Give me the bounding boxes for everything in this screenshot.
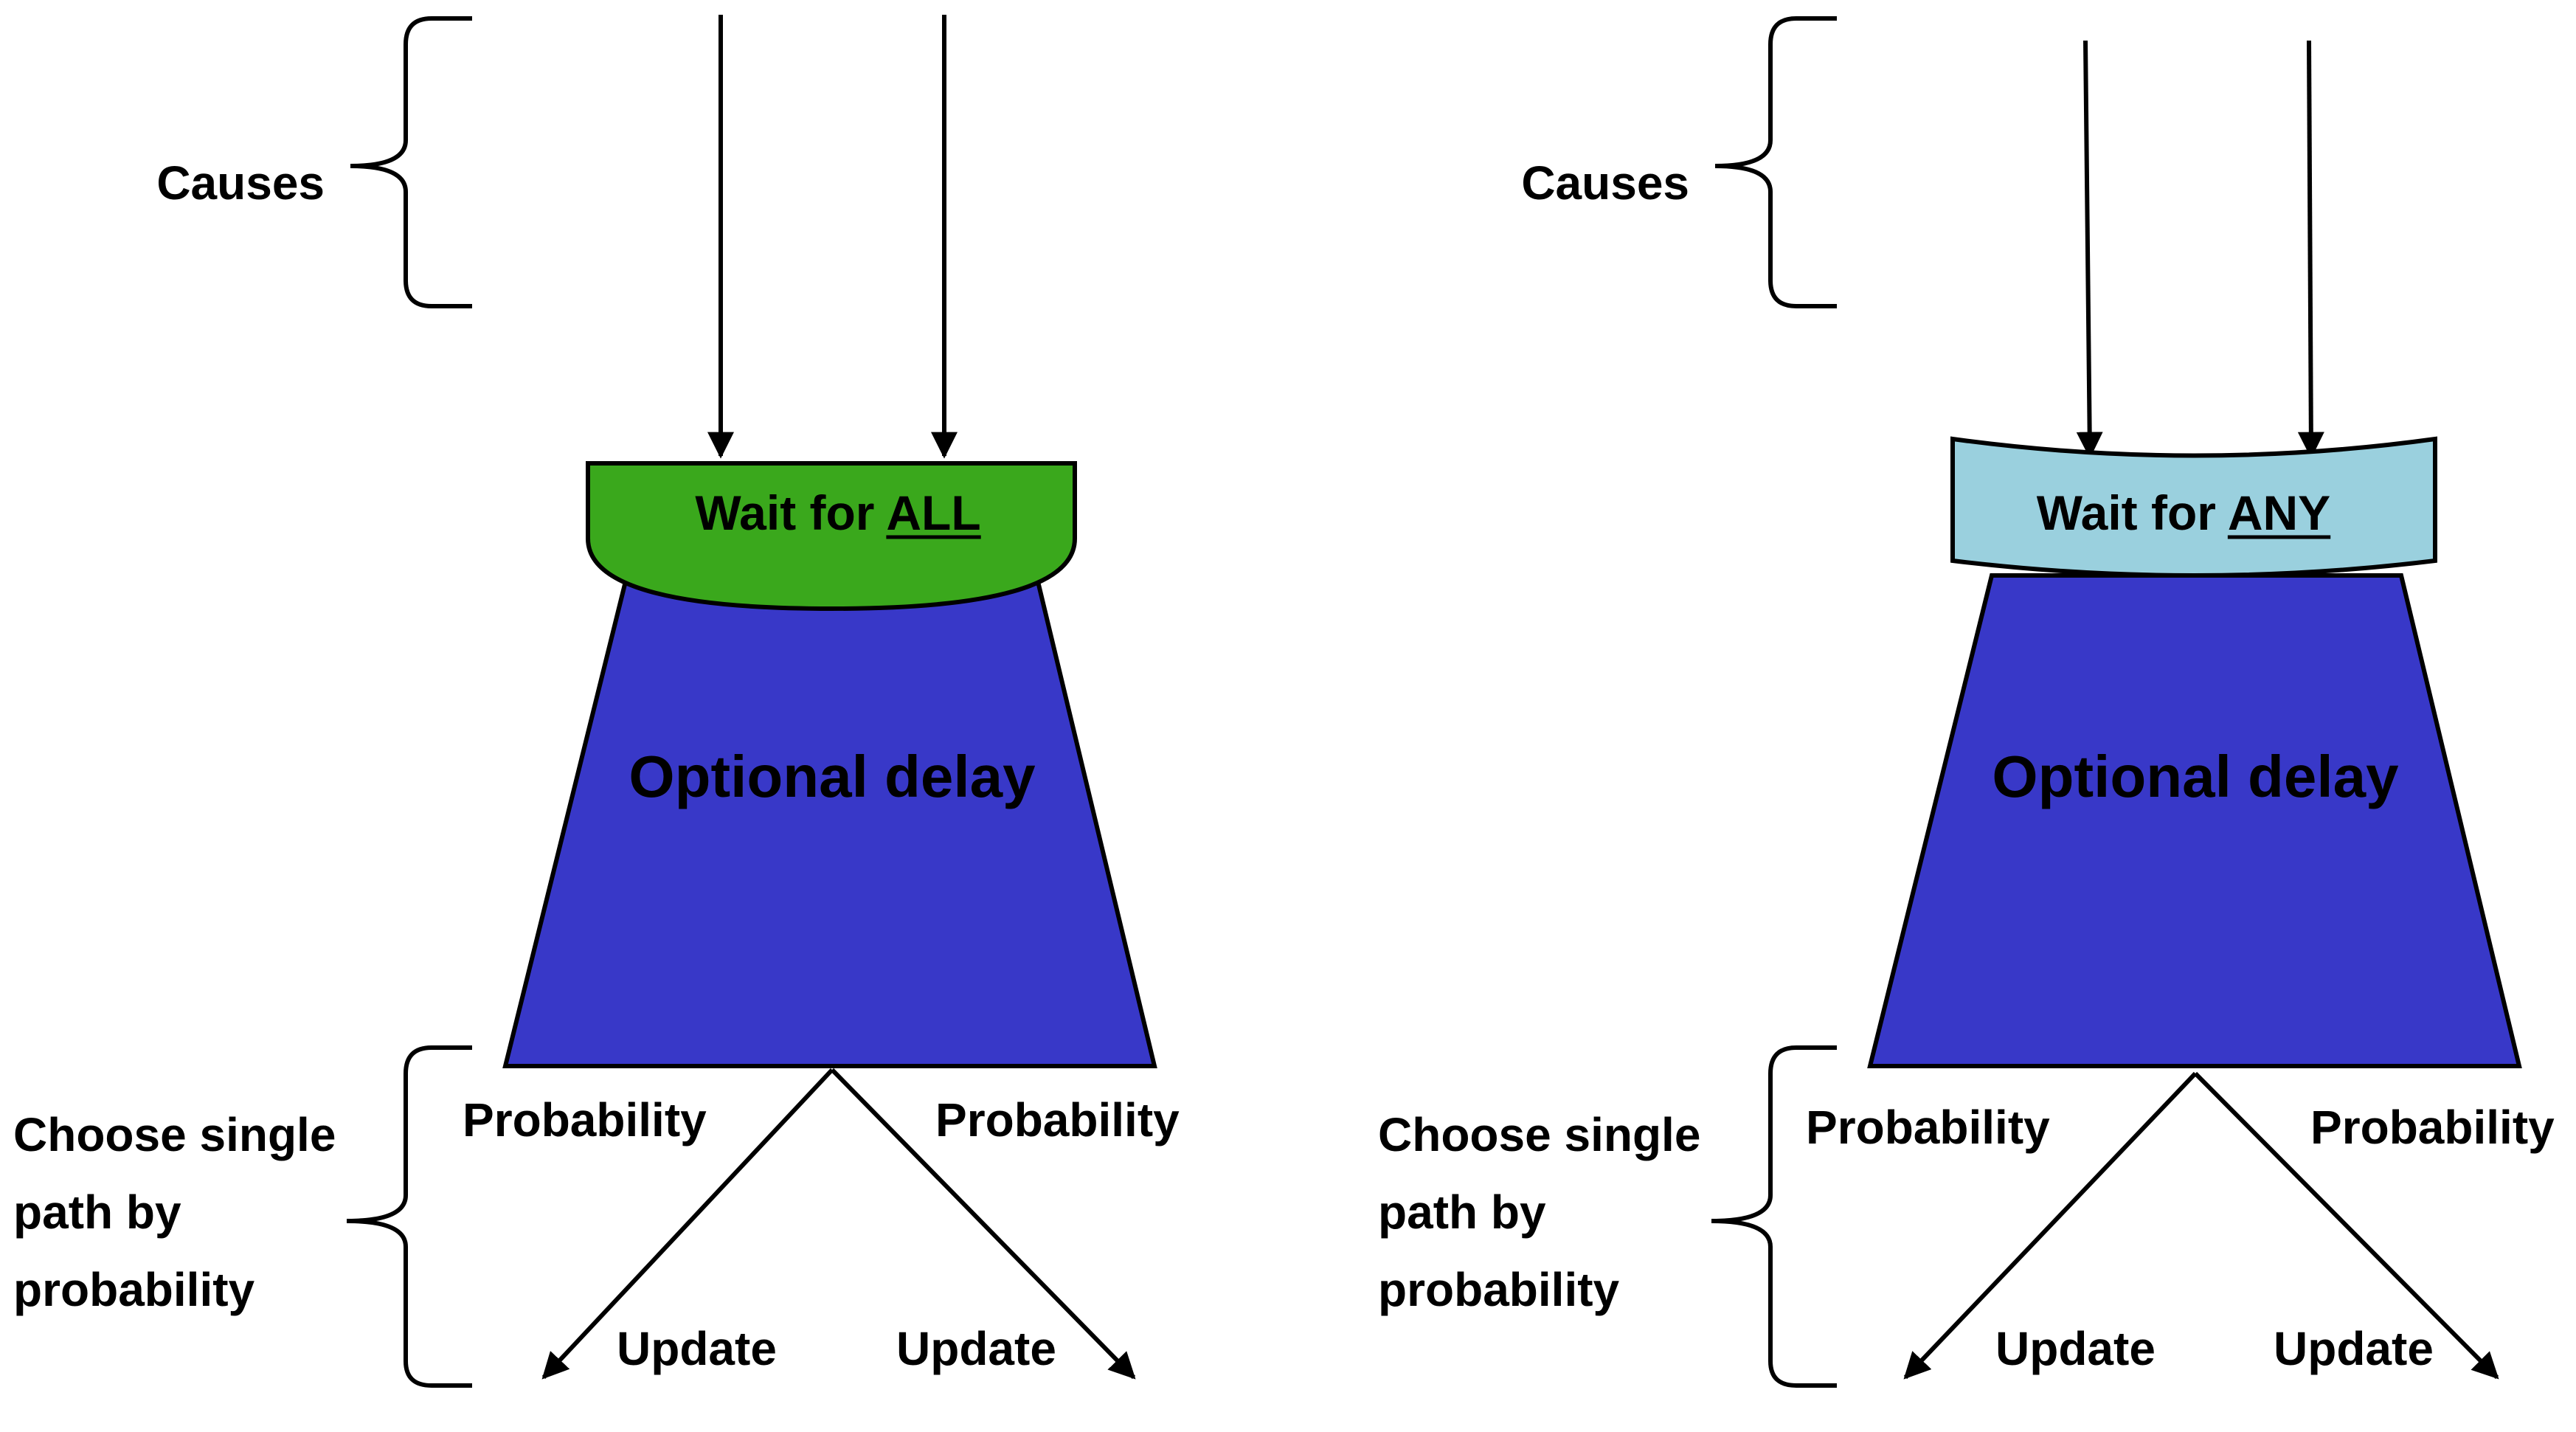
left-wait-all-gate bbox=[586, 461, 1077, 612]
right-causes-brace bbox=[1714, 16, 1837, 308]
left-panel: Causes Optional delay Wait for ALL Choos… bbox=[13, 15, 1180, 1388]
right-update-left: Update bbox=[1995, 1322, 2156, 1375]
right-panel: Causes Optional delay Wait for ANY Choos… bbox=[1378, 16, 2555, 1388]
right-cause-arrow-1 bbox=[2076, 40, 2103, 459]
left-prob-left: Probability bbox=[463, 1093, 707, 1146]
left-gate-prefix: Wait for bbox=[695, 485, 886, 540]
left-delay-label: Optional delay bbox=[629, 744, 1036, 809]
left-choose-brace bbox=[346, 1045, 472, 1388]
right-output-arrow-right bbox=[2193, 1071, 2499, 1380]
left-prob-right: Probability bbox=[935, 1093, 1180, 1146]
left-choose-line-2: path by bbox=[13, 1186, 181, 1239]
left-update-right: Update bbox=[896, 1322, 1056, 1375]
right-prob-right: Probability bbox=[2310, 1101, 2555, 1154]
right-gate-label: Wait for ANY bbox=[2037, 485, 2330, 540]
left-choose-line-1: Choose single bbox=[13, 1108, 336, 1161]
right-delay-label: Optional delay bbox=[1992, 744, 2399, 809]
left-update-left: Update bbox=[617, 1322, 777, 1375]
right-gate-prefix: Wait for bbox=[2037, 485, 2228, 540]
left-delay-block bbox=[502, 573, 1157, 1068]
right-update-right: Update bbox=[2274, 1322, 2434, 1375]
right-choose-brace bbox=[1711, 1045, 1837, 1388]
right-causes-label: Causes bbox=[1521, 156, 1689, 210]
right-output-arrow-left bbox=[1903, 1071, 2198, 1380]
right-wait-any-gate bbox=[1950, 436, 2437, 578]
right-choose-line-2: path by bbox=[1378, 1186, 1546, 1239]
left-causes-brace bbox=[350, 16, 472, 308]
right-cause-arrow-2 bbox=[2297, 40, 2324, 459]
right-gate-keyword: ANY bbox=[2228, 485, 2330, 540]
left-output-arrow-left bbox=[541, 1068, 834, 1380]
right-choose-line-3: probability bbox=[1378, 1263, 1620, 1316]
right-prob-left: Probability bbox=[1806, 1101, 2050, 1154]
left-causes-label: Causes bbox=[156, 156, 325, 210]
left-gate-label: Wait for ALL bbox=[695, 485, 980, 540]
right-delay-block bbox=[1867, 573, 2522, 1068]
left-output-arrow-right bbox=[830, 1068, 1136, 1380]
right-choose-line-1: Choose single bbox=[1378, 1108, 1700, 1161]
left-choose-line-3: probability bbox=[13, 1263, 255, 1316]
left-gate-keyword: ALL bbox=[886, 485, 980, 540]
